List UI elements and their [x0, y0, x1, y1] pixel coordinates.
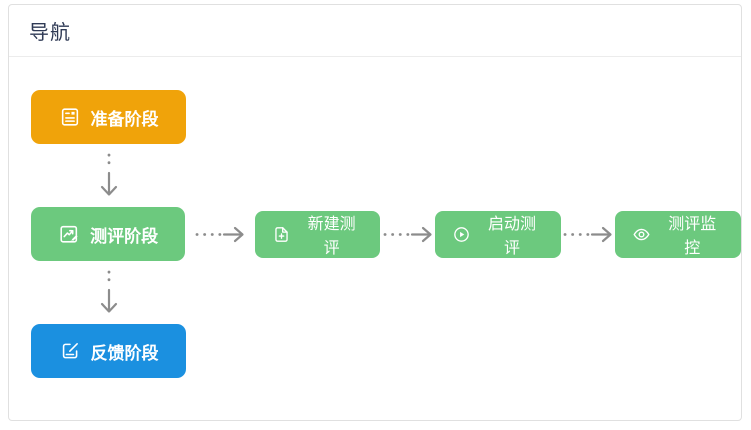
flow-button-label: 新建测评 — [307, 216, 356, 257]
chart-edit-icon — [58, 223, 80, 245]
arrow-right-connector — [561, 226, 616, 243]
stage-button-label: 准备阶段 — [90, 109, 159, 129]
stage-button-label: 反馈阶段 — [90, 343, 159, 363]
flow-diagram: 准备阶段 — [9, 57, 742, 378]
edit-square-icon — [59, 340, 81, 362]
navigation-card: 导航 准备阶段 — [8, 4, 742, 421]
eye-icon — [632, 225, 651, 244]
stage-button-prepare[interactable]: 准备阶段 — [31, 90, 186, 144]
stage-button-evaluate[interactable]: 测评阶段 — [31, 207, 186, 261]
flow-button-label: 启动测评 — [487, 216, 536, 257]
news-icon — [59, 106, 81, 128]
flow-button-new-evaluation[interactable]: 新建测评 — [254, 210, 381, 258]
flow-button-evaluation-monitor[interactable]: 测评监控 — [615, 210, 742, 258]
stage-button-label: 测评阶段 — [90, 226, 159, 246]
card-header: 导航 — [9, 5, 741, 57]
flow-button-label: 测评监控 — [668, 216, 717, 257]
play-circle-icon — [452, 225, 471, 244]
flow-button-start-evaluation[interactable]: 启动测评 — [435, 210, 561, 258]
arrow-down-connector — [31, 144, 186, 207]
evaluate-flow-row: 测评阶段 — [31, 207, 742, 261]
arrow-down-connector — [31, 261, 186, 324]
arrow-right-connector — [380, 226, 435, 243]
arrow-right-connector — [185, 226, 255, 243]
page-title: 导航 — [29, 22, 71, 44]
stage-button-feedback[interactable]: 反馈阶段 — [31, 324, 186, 378]
document-add-icon — [272, 225, 291, 244]
